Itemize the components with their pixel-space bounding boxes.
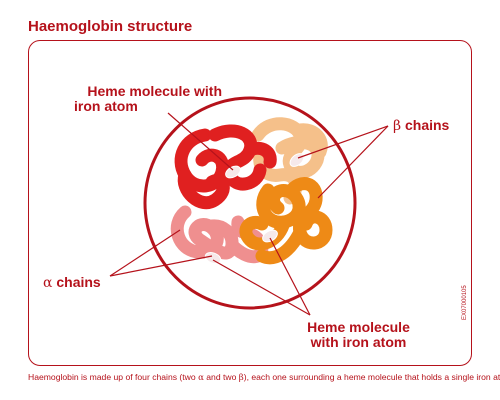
caption: Haemoglobin is made up of four chains (t… bbox=[28, 372, 500, 383]
alpha-chains-label: α chains bbox=[43, 275, 101, 291]
caption-part1: Haemoglobin is made up of four chains (t… bbox=[28, 372, 199, 382]
heme-molecule-alpha-bottom bbox=[204, 252, 222, 264]
heme-label-top-line1: Heme molecule with bbox=[87, 83, 222, 99]
heme-molecules bbox=[204, 153, 305, 264]
beta-chain-dark bbox=[239, 177, 333, 265]
heme-label-bottom-line1: Heme molecule bbox=[307, 319, 410, 335]
beta-symbol: β bbox=[393, 118, 402, 134]
heme-label-bottom-line2: with iron atom bbox=[310, 334, 407, 350]
caption-alpha: α bbox=[198, 373, 204, 383]
heme-label-bottom: Heme molecule with iron atom bbox=[296, 320, 421, 350]
beta-chains-text: chains bbox=[401, 117, 450, 133]
alpha-symbol: α bbox=[43, 275, 53, 291]
figure-code: EX07000105 bbox=[462, 285, 468, 320]
caption-part3: ), each one surrounding a heme molecule … bbox=[243, 372, 500, 382]
heme-label-top: Heme molecule with iron atom bbox=[52, 84, 222, 114]
caption-beta: β bbox=[238, 373, 244, 383]
alpha-chains-text: chains bbox=[52, 274, 101, 290]
caption-part2: and two bbox=[203, 372, 239, 382]
diagram-panel bbox=[28, 40, 472, 366]
haemoglobin-circle bbox=[143, 96, 357, 310]
beta-chains-label: β chains bbox=[393, 118, 449, 134]
heme-label-top-line2: iron atom bbox=[74, 98, 138, 114]
diagram-title: Haemoglobin structure bbox=[28, 18, 193, 35]
leader-lines bbox=[109, 112, 389, 316]
heme-molecule-beta-bottom bbox=[262, 229, 278, 243]
